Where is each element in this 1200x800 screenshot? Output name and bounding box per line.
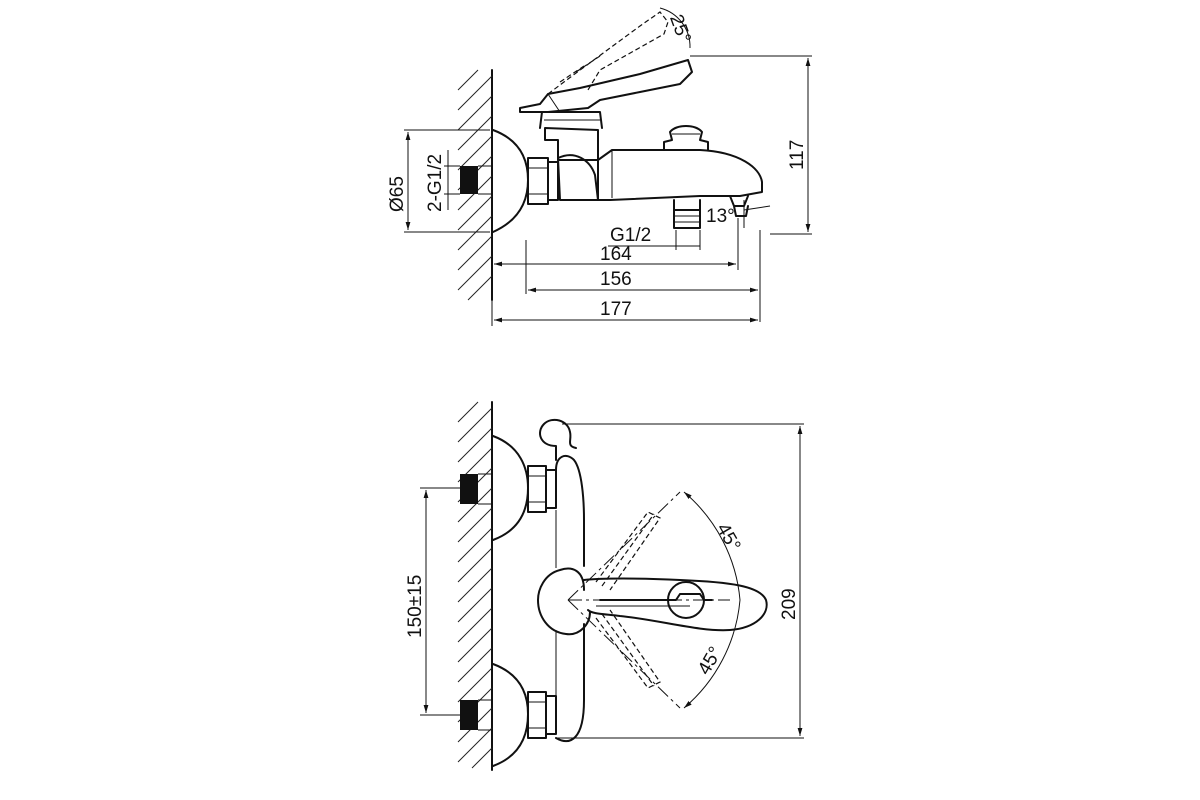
angle-arc: [683, 491, 741, 709]
mixer-body: [557, 154, 599, 201]
escutcheon: [492, 129, 529, 233]
angle-spout-label: 13°: [706, 206, 735, 227]
diameter-label: Ø65: [387, 176, 408, 212]
angle-lever-label: 25°: [665, 12, 695, 46]
wall-hatch-top: [457, 69, 493, 301]
diverter-knob: [663, 125, 709, 151]
eccentric-nut: [527, 157, 559, 205]
inlet-thread-label: 2-G1/2: [425, 154, 446, 212]
mixer-center-body: [537, 567, 591, 636]
outlet-thread-label: G1/2: [610, 225, 651, 246]
spout: [597, 149, 763, 201]
lower-nut: [527, 691, 557, 739]
lever-rotated-down: [595, 609, 661, 689]
cartridge-cap: [539, 111, 603, 129]
shower-outlet: [673, 199, 701, 229]
aerator: [729, 195, 749, 217]
angle-upper-label: 45°: [712, 520, 745, 555]
lever-rotated-up: [595, 511, 661, 591]
upper-inlet-thread: [460, 474, 478, 504]
height-117-label: 117: [787, 140, 808, 170]
side-view: 25° 13° Ø65 2-G1/2 G1/2 164 156 177: [387, 7, 812, 326]
angle-lower-label: 45°: [694, 643, 727, 678]
lower-escutcheon: [492, 663, 529, 767]
wall-inlet-thread: [460, 166, 478, 194]
vertical-body: [555, 454, 585, 743]
shower-hook: [539, 418, 577, 461]
total-height-label: 209: [779, 588, 800, 620]
length-177-label: 177: [600, 299, 632, 320]
lever: [519, 59, 693, 113]
length-156-label: 156: [600, 269, 632, 290]
center-distance-label: 150±15: [405, 575, 426, 638]
upper-escutcheon: [492, 435, 529, 541]
front-view: 45° 45° 150±15 209: [405, 401, 804, 771]
length-164-label: 164: [600, 244, 632, 265]
upper-nut: [527, 465, 557, 513]
lower-inlet-thread: [460, 700, 478, 730]
